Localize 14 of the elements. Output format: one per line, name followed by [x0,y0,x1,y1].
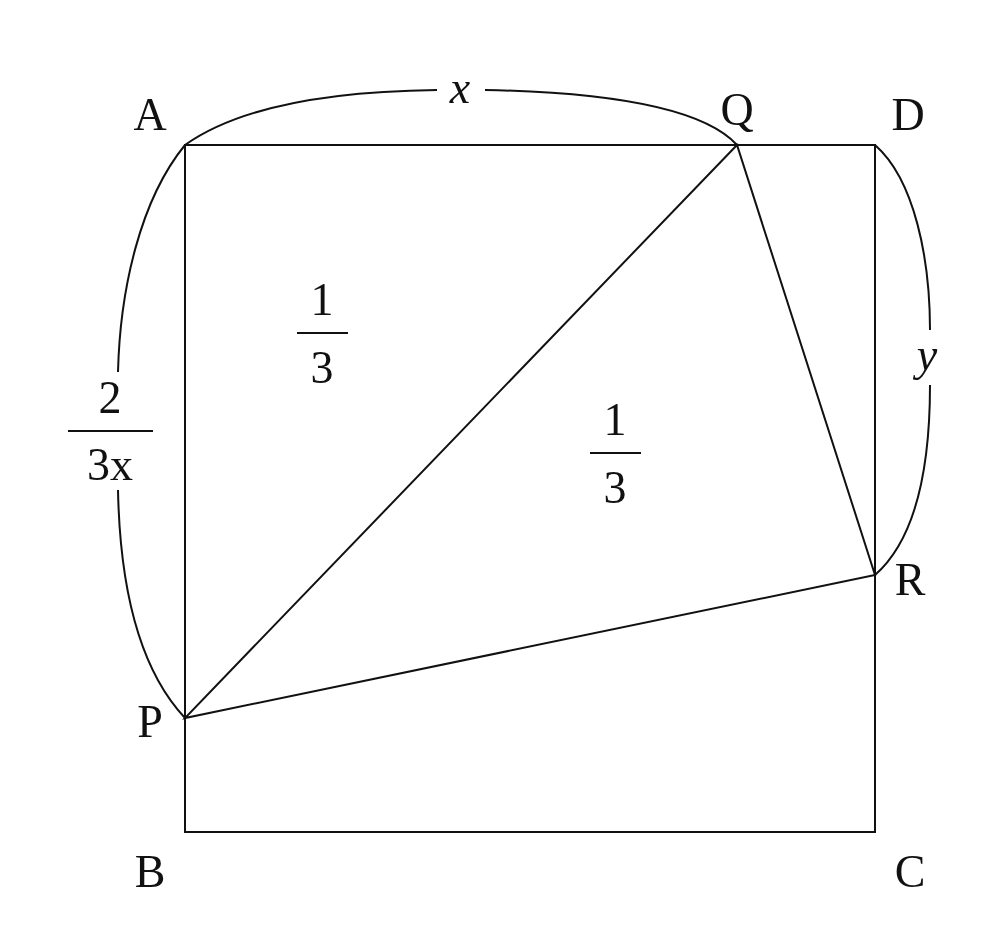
fraction-numerator: 1 [310,277,334,323]
vertex-label: D [891,92,925,138]
dimension-label: x [449,65,471,111]
fraction-numerator: 1 [603,397,627,443]
vertex-label: P [137,699,163,745]
vertex-label: R [894,557,926,603]
vertex-label: B [134,849,166,895]
vertex-label: C [894,849,926,895]
fraction-denominator: 3 [603,465,627,511]
fraction-numerator: 2 [98,375,122,421]
fraction-denominator: 3 [310,345,334,391]
vertex-label: A [133,92,167,138]
vertex-label: Q [720,87,754,133]
fraction-denominator: 3x [87,442,133,488]
